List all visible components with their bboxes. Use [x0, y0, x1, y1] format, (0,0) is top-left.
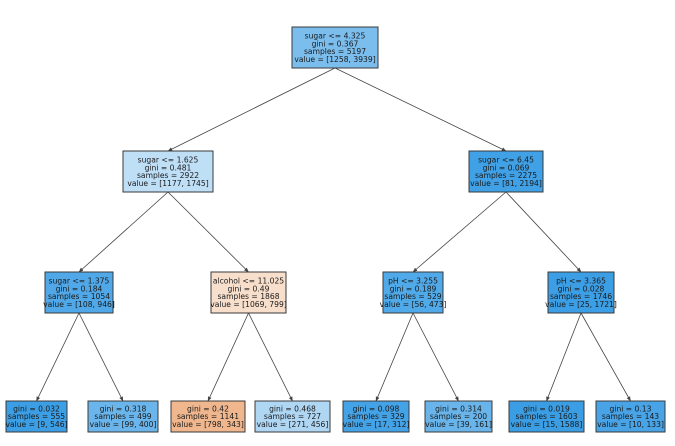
tree-node-box — [122, 150, 214, 193]
tree-edge-n0-n2 — [334, 67, 507, 152]
tree-node-line: value = [271, 456] — [257, 420, 329, 429]
tree-node-line: samples = 200 — [430, 412, 487, 421]
tree-node-box — [382, 271, 444, 314]
tree-node-line: sugar <= 4.325 — [305, 32, 366, 41]
tree-node-line: value = [39, 161] — [425, 420, 492, 429]
tree-node-line: value = [81, 2194] — [470, 179, 542, 188]
tree-node-line: value = [108, 946] — [43, 300, 115, 309]
tree-node-box — [5, 400, 68, 433]
tree-node-line: gini = 0.028 — [558, 284, 605, 293]
tree-edge-n2-n6 — [505, 191, 582, 273]
tree-node-line: samples = 2922 — [137, 171, 199, 180]
tree-node-box — [210, 271, 287, 314]
tree-node-box — [547, 271, 615, 314]
tree-edge-n4-n10 — [248, 312, 293, 402]
tree-node-line: pH <= 3.365 — [556, 277, 606, 286]
tree-node-line: gini = 0.189 — [390, 284, 437, 293]
tree-edge-n4-n9 — [207, 312, 249, 402]
tree-node-line: value = [15, 1588] — [511, 420, 583, 429]
tree-node-line: samples = 1141 — [177, 412, 239, 421]
tree-node-line: gini = 0.019 — [523, 405, 570, 414]
tree-edge-n1-n3 — [78, 191, 169, 273]
tree-node-box — [424, 400, 493, 433]
tree-node-line: value = [1177, 1745] — [127, 179, 208, 188]
tree-node-line: value = [1258, 3939] — [294, 55, 375, 64]
tree-node-line: samples = 1746 — [550, 292, 612, 301]
tree-node-line: gini = 0.098 — [353, 405, 400, 414]
tree-edge-n6-n14 — [580, 312, 631, 402]
tree-node-line: sugar <= 1.625 — [138, 156, 199, 165]
tree-edge-n5-n12 — [412, 312, 459, 402]
tree-node-line: samples = 2275 — [475, 171, 537, 180]
tree-node-line: gini = 0.49 — [228, 284, 270, 293]
tree-edge-n1-n4 — [167, 191, 249, 273]
tree-node-line: samples = 727 — [264, 412, 321, 421]
tree-node-line: value = [9, 546] — [5, 420, 67, 429]
tree-node-box — [508, 400, 585, 433]
tree-node-box — [44, 271, 114, 314]
tree-node-line: sugar <= 1.375 — [49, 277, 110, 286]
tree-node-box — [254, 400, 331, 433]
tree-node-line: gini = 0.367 — [312, 39, 359, 48]
tree-edge-n6-n13 — [546, 312, 582, 402]
tree-node-line: value = [56, 473] — [380, 300, 447, 309]
tree-node-box — [170, 400, 246, 433]
tree-node-line: value = [1069, 799] — [210, 300, 287, 309]
tree-node-box — [342, 400, 410, 433]
tree-node-line: samples = 329 — [347, 412, 404, 421]
tree-node-line: samples = 1868 — [217, 292, 279, 301]
tree-node-line: gini = 0.184 — [56, 284, 103, 293]
tree-node-line: gini = 0.468 — [269, 405, 316, 414]
tree-node-line: gini = 0.13 — [610, 405, 652, 414]
tree-node-line: gini = 0.069 — [483, 163, 530, 172]
tree-node-line: value = [10, 133] — [597, 420, 664, 429]
tree-node-line: gini = 0.314 — [435, 405, 482, 414]
tree-node-line: sugar <= 6.45 — [478, 156, 534, 165]
tree-node-line: samples = 555 — [8, 412, 65, 421]
tree-node-line: value = [99, 400] — [90, 420, 157, 429]
tree-node-box — [468, 150, 544, 193]
tree-node-line: samples = 499 — [94, 412, 151, 421]
tree-node-line: samples = 5197 — [304, 47, 366, 56]
tree-node-line: pH <= 3.255 — [388, 277, 438, 286]
tree-node-line: value = [25, 1721] — [545, 300, 617, 309]
tree-edge-n5-n11 — [375, 312, 414, 402]
tree-node-line: samples = 1603 — [515, 412, 577, 421]
tree-edge-n3-n8 — [78, 312, 124, 402]
tree-node-line: gini = 0.42 — [187, 405, 229, 414]
tree-node-box — [291, 26, 379, 69]
tree-node-box — [87, 400, 159, 433]
tree-node-line: samples = 143 — [602, 412, 659, 421]
tree-node-line: samples = 529 — [384, 292, 441, 301]
tree-edges — [36, 67, 631, 402]
tree-node-line: gini = 0.318 — [100, 405, 147, 414]
tree-node-line: samples = 1054 — [48, 292, 110, 301]
tree-node-line: gini = 0.032 — [13, 405, 60, 414]
tree-edge-n0-n1 — [167, 67, 336, 152]
tree-node-line: gini = 0.481 — [145, 163, 192, 172]
tree-edge-n3-n7 — [36, 312, 80, 402]
tree-node-line: value = [17, 312] — [343, 420, 410, 429]
tree-node-line: value = [798, 343] — [172, 420, 244, 429]
tree-node-line: alcohol <= 11.025 — [213, 277, 284, 286]
tree-edge-n2-n5 — [412, 191, 507, 273]
tree-node-box — [595, 400, 666, 433]
